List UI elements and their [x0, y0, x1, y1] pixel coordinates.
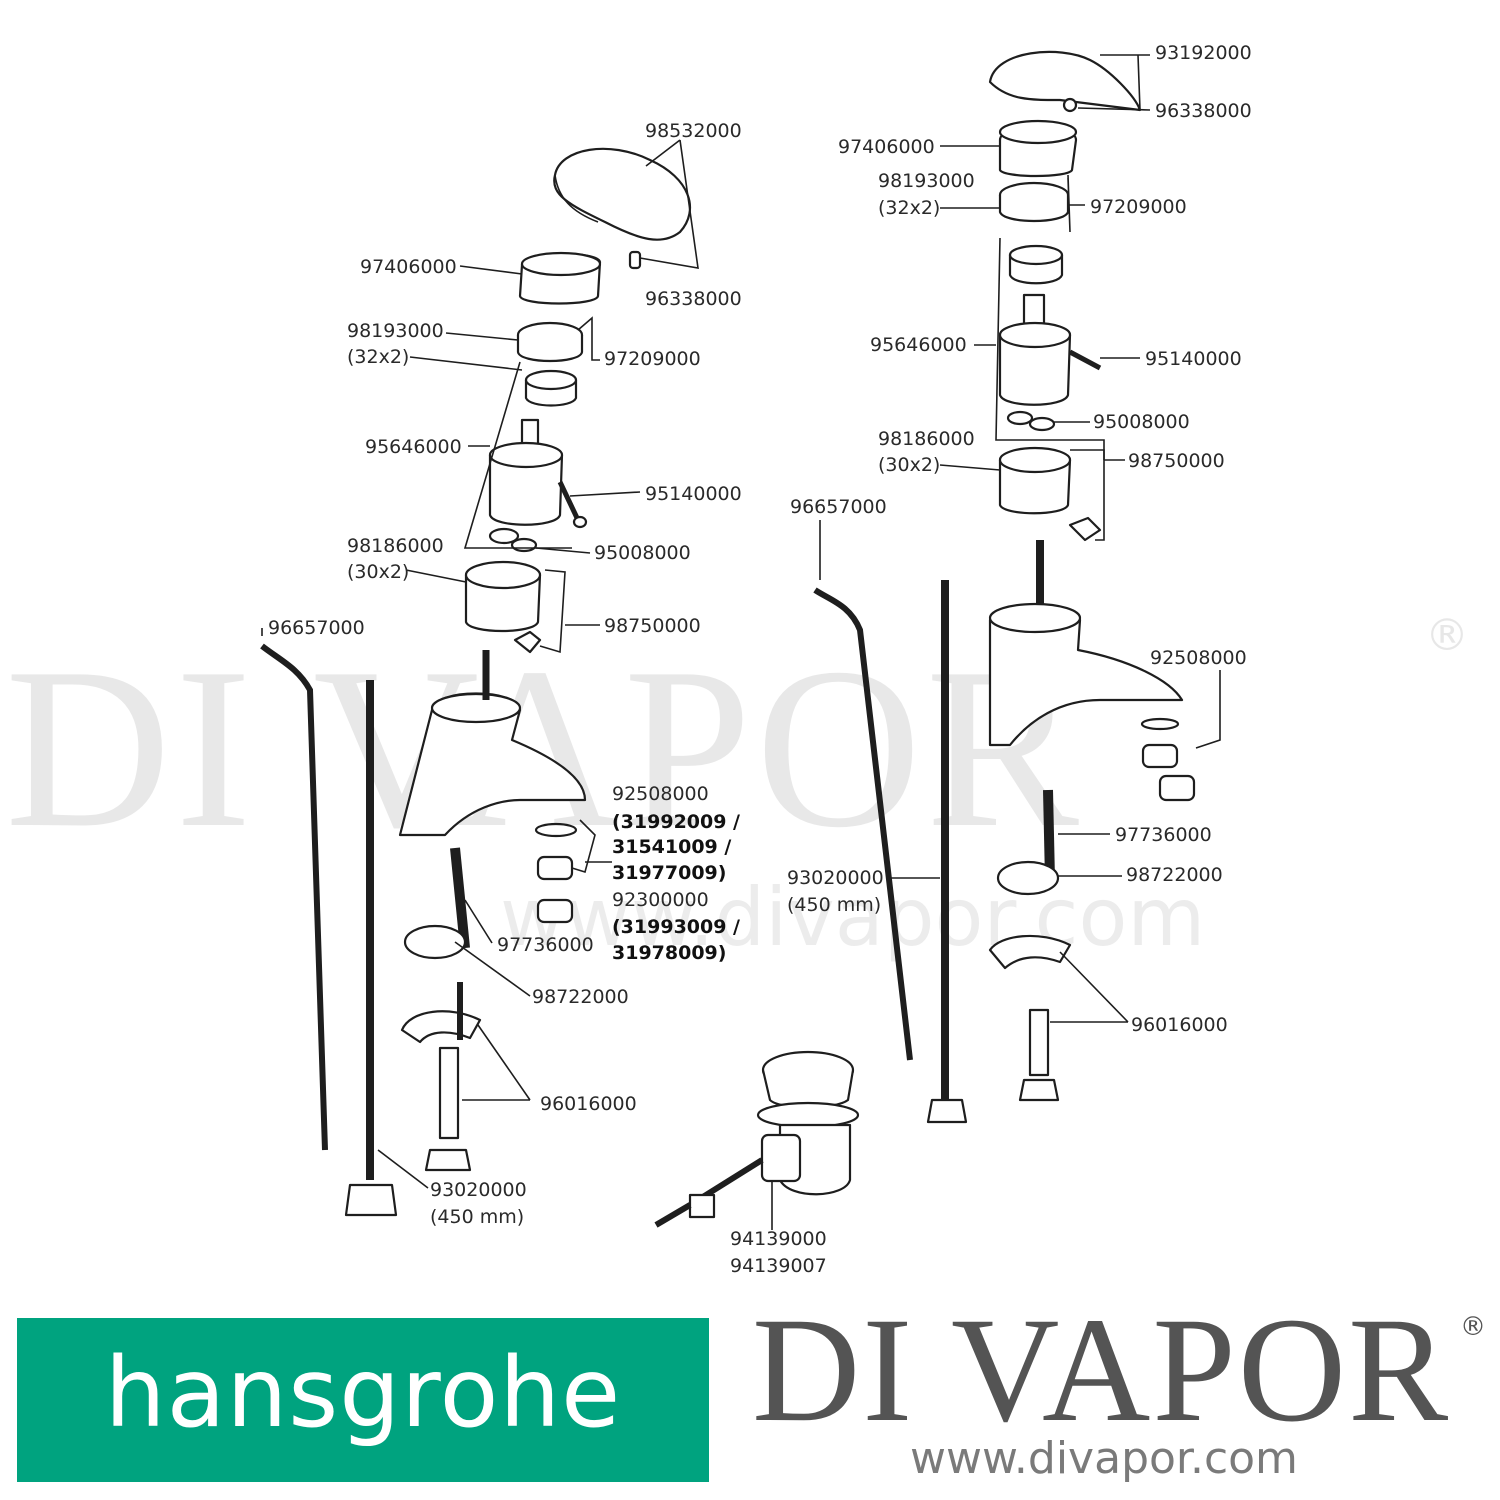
right-handle: [988, 50, 1142, 112]
watermark: DI VAPOR ® www.divapor.com: [5, 610, 1469, 964]
left-handle: [553, 147, 692, 241]
left-label-97406000: 97406000: [360, 256, 457, 278]
left-label-98750000: 98750000: [604, 615, 701, 637]
divapor-brand: DI VAPOR: [752, 1287, 1451, 1453]
right-label-96657000: 96657000: [790, 496, 887, 518]
divapor-registered-mark: ®: [1460, 1312, 1486, 1342]
left-label-98186000: 98186000: [347, 535, 444, 557]
left-label-450mm: (450 mm): [430, 1206, 524, 1228]
left-label-31993009: (31993009 /: [612, 916, 740, 938]
right-label-98186000: 98186000: [878, 428, 975, 450]
right-hose-1: [813, 587, 913, 1061]
right-faucet-parts: [813, 50, 1196, 1124]
left-label-31992009: (31992009 /: [612, 811, 740, 833]
right-labels: 93192000 96338000 97406000 98193000 (32x…: [787, 42, 1252, 1036]
right-label-95140000: 95140000: [1145, 348, 1242, 370]
left-label-96338000: 96338000: [645, 288, 742, 310]
waste-parts: [654, 1050, 860, 1228]
right-horseshoe: [988, 934, 1072, 970]
left-labels: 98532000 97406000 96338000 98193000 (32x…: [268, 120, 742, 1228]
left-label-31977009: 31977009): [612, 862, 726, 884]
left-label-96016000: 96016000: [540, 1093, 637, 1115]
right-label-95008000: 95008000: [1093, 411, 1190, 433]
right-label-93192000: 93192000: [1155, 42, 1252, 64]
left-label-95646000: 95646000: [365, 436, 462, 458]
left-label-98193000: 98193000: [347, 320, 444, 342]
left-label-96657000: 96657000: [268, 617, 365, 639]
right-label-30x2: (30x2): [878, 454, 940, 476]
left-label-92508000: 92508000: [612, 783, 709, 805]
right-label-92508000: 92508000: [1150, 647, 1247, 669]
right-label-95646000: 95646000: [870, 334, 967, 356]
right-label-98750000: 98750000: [1128, 450, 1225, 472]
left-threaded-rod: [450, 847, 470, 949]
waste-labels: 94139000 94139007: [730, 1228, 827, 1277]
right-label-98193000: 98193000: [878, 170, 975, 192]
right-label-97209000: 97209000: [1090, 196, 1187, 218]
watermark-url: www.divapor.com: [500, 871, 1205, 964]
right-label-97736000: 97736000: [1115, 824, 1212, 846]
left-label-30x2: (30x2): [347, 561, 409, 583]
hansgrohe-logo: hansgrohe: [17, 1318, 709, 1482]
left-washer: [403, 924, 467, 960]
left-fixing-stem: [438, 1046, 460, 1140]
left-label-32x2: (32x2): [347, 346, 409, 368]
right-label-96338000: 96338000: [1155, 100, 1252, 122]
left-screw: [557, 480, 581, 522]
left-label-95140000: 95140000: [645, 483, 742, 505]
left-label-98722000: 98722000: [532, 986, 629, 1008]
divapor-url: www.divapor.com: [910, 1433, 1298, 1484]
right-label-32x2: (32x2): [878, 197, 940, 219]
right-label-97406000: 97406000: [838, 136, 935, 158]
watermark-reg: ®: [1425, 610, 1469, 661]
right-label-450mm: (450 mm): [787, 894, 881, 916]
hansgrohe-logo-text: hansgrohe: [104, 1337, 622, 1449]
left-label-95008000: 95008000: [594, 542, 691, 564]
left-label-92300000: 92300000: [612, 889, 709, 911]
left-hose-1: [260, 643, 328, 1151]
left-label-98532000: 98532000: [645, 120, 742, 142]
left-grub-screw: [628, 250, 642, 270]
right-label-98722000: 98722000: [1126, 864, 1223, 886]
right-label-96016000: 96016000: [1131, 1014, 1228, 1036]
watermark-text: DI VAPOR: [5, 620, 1083, 875]
left-label-31541009: 31541009 /: [612, 836, 731, 858]
right-label-93020000: 93020000: [787, 867, 884, 889]
left-label-93020000: 93020000: [430, 1179, 527, 1201]
waste-label-94139000: 94139000: [730, 1228, 827, 1250]
waste-label-94139007: 94139007: [730, 1255, 827, 1277]
left-label-31978009: 31978009): [612, 942, 726, 964]
left-faucet-parts: [260, 147, 692, 1217]
left-label-97736000: 97736000: [497, 934, 594, 956]
leader-lines: [261, 54, 1221, 1230]
left-horseshoe: [400, 1010, 482, 1044]
left-label-97209000: 97209000: [604, 348, 701, 370]
